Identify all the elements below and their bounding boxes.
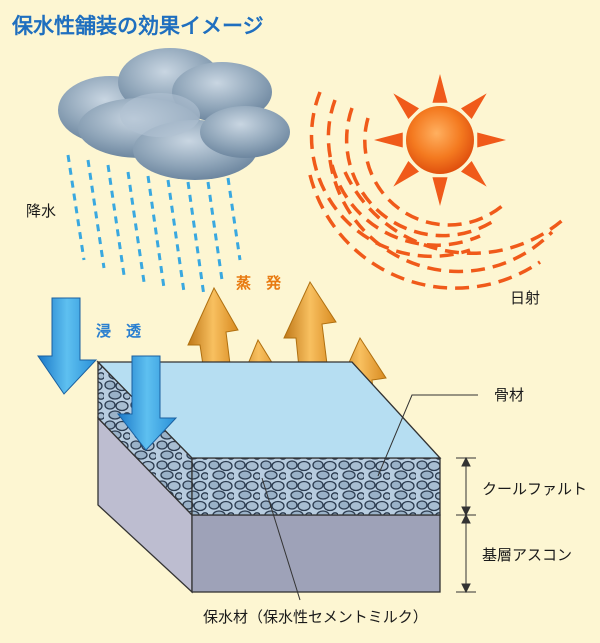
sun-ray <box>393 160 420 187</box>
sun-ray <box>432 74 448 103</box>
label-surface-layer: クールファルト <box>482 480 587 498</box>
sun-ray <box>477 132 506 148</box>
sun-icon <box>374 74 506 206</box>
label-infiltration: 浸 透 <box>96 322 142 340</box>
sun-ray <box>393 93 420 120</box>
leader-lines <box>261 394 478 601</box>
dimension-markers <box>456 456 476 594</box>
sun-heat-waves <box>308 91 567 290</box>
label-evaporation: 蒸 発 <box>236 274 282 292</box>
infiltration-arrows <box>37 297 178 451</box>
page-title: 保水性舗装の効果イメージ <box>11 14 264 38</box>
label-water-retention-material: 保水材（保水性セメントミルク） <box>203 608 428 626</box>
sun-ray <box>460 93 487 120</box>
label-aggregate: 骨材 <box>494 386 524 404</box>
label-sunlight: 日射 <box>510 289 540 307</box>
rain-drops <box>66 154 242 297</box>
sun-ray <box>432 177 448 206</box>
label-base-layer: 基層アスコン <box>482 546 572 564</box>
cloud-icon <box>58 48 290 180</box>
sun-ray <box>460 160 487 187</box>
label-rain: 降水 <box>26 202 56 220</box>
sun-ray <box>374 132 403 148</box>
